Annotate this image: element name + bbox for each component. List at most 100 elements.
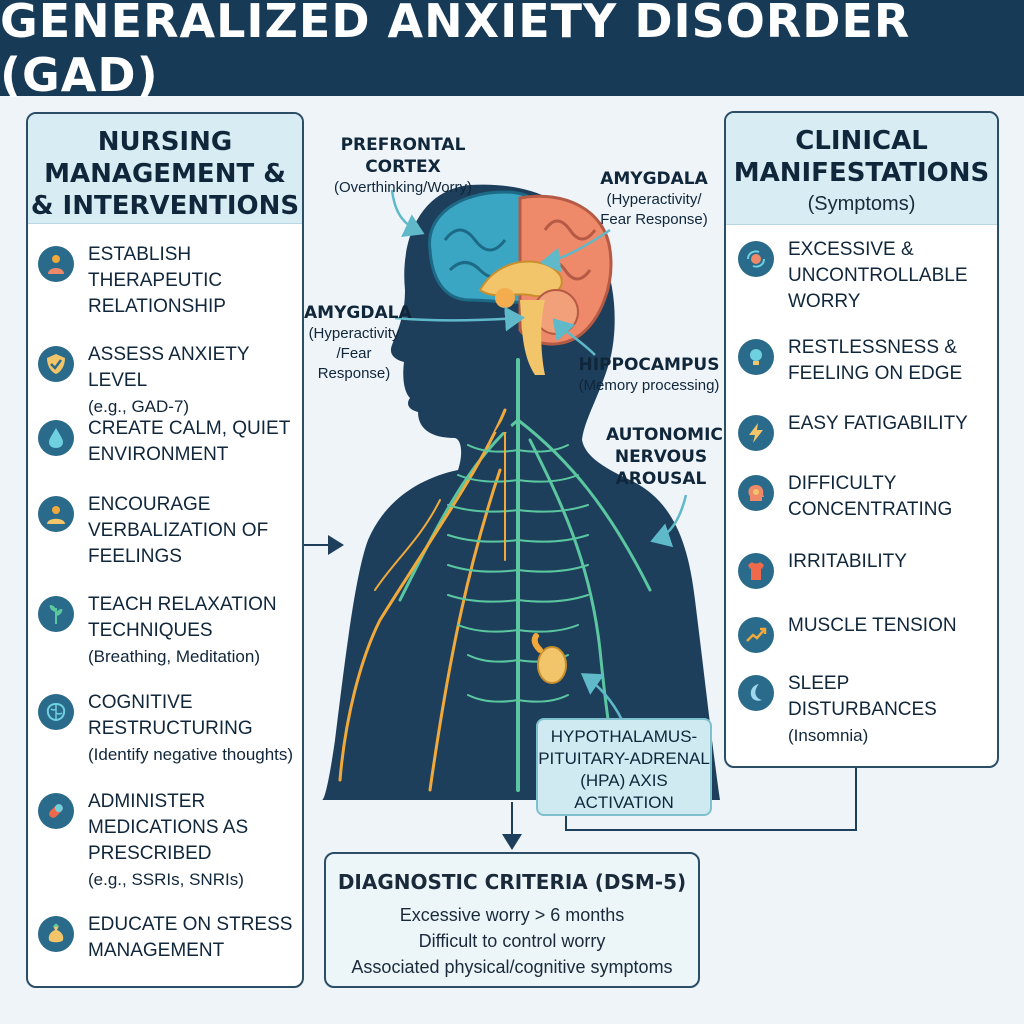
diagnostic-heading: DIAGNOSTIC CRITERIA (DSM-5) xyxy=(337,870,687,894)
item-line: WORRY xyxy=(788,291,861,312)
lightbulb-icon xyxy=(738,339,774,375)
leaf-icon xyxy=(38,596,74,632)
heading-line: MANIFESTATIONS xyxy=(733,158,990,188)
intervention-item: ENCOURAGE VERBALIZATION OF FEELINGS xyxy=(38,492,268,570)
symptom-item: EASY FATIGABILITY xyxy=(738,411,968,451)
lightning-icon xyxy=(738,415,774,451)
item-line: ESTABLISH xyxy=(88,244,192,265)
criteria-line: Difficult to control worry xyxy=(418,931,606,951)
manifestations-panel-heading: CLINICAL MANIFESTATIONS (Symptoms) xyxy=(726,113,997,225)
label-name: AROUSAL xyxy=(615,469,707,489)
item-line: THERAPEUTIC xyxy=(88,270,223,291)
item-note: (Breathing, Meditation) xyxy=(88,647,260,666)
hpa-line: ACTIVATION xyxy=(574,793,674,812)
item-line: EXCESSIVE & xyxy=(788,239,914,260)
hippocampus-label: HIPPOCAMPUS (Memory processing) xyxy=(574,354,724,396)
brain xyxy=(428,190,613,375)
brain-icon xyxy=(38,694,74,730)
criteria-line: Excessive worry > 6 months xyxy=(399,905,625,925)
symptom-item: MUSCLE TENSION xyxy=(738,613,957,653)
amygdala-right-label: AMYGDALA (Hyperactivity/ Fear Response) xyxy=(594,168,714,230)
item-line: VERBALIZATION OF xyxy=(88,520,269,541)
item-line: ENCOURAGE xyxy=(88,494,211,515)
intervention-item: ASSESS ANXIETY LEVEL (e.g., GAD-7) xyxy=(38,342,302,420)
symptom-item: IRRITABILITY xyxy=(738,549,907,589)
item-line: COGNITIVE xyxy=(88,692,193,713)
label-name: PREFRONTAL CORTEX xyxy=(340,135,466,177)
item-note: (e.g., SSRIs, SNRIs) xyxy=(88,870,244,889)
pill-icon xyxy=(38,793,74,829)
item-note: (Identify negative thoughts) xyxy=(88,745,294,764)
item-line: MUSCLE TENSION xyxy=(788,615,957,636)
item-line: UNCONTROLLABLE xyxy=(788,265,968,286)
item-line: FEELINGS xyxy=(88,546,182,567)
symptom-item: SLEEP DISTURBANCES (Insomnia) xyxy=(738,671,937,749)
item-line: TEACH RELAXATION xyxy=(88,594,277,615)
intervention-item: TEACH RELAXATION TECHNIQUES (Breathing, … xyxy=(38,592,277,670)
item-line: DIFFICULTY xyxy=(788,473,897,494)
connector-lines xyxy=(304,535,857,850)
label-name: AUTONOMIC xyxy=(606,425,723,445)
item-note: (Insomnia) xyxy=(788,726,869,745)
label-desc: (Overthinking/Worry) xyxy=(333,179,473,196)
nervous-system xyxy=(338,358,652,792)
page-title: GENERALIZED ANXIETY DISORDER (GAD) xyxy=(0,0,911,102)
water-drop-icon xyxy=(38,420,74,456)
body-silhouette xyxy=(322,184,720,800)
heading-line: & INTERVENTIONS xyxy=(30,191,300,221)
intervention-item: COGNITIVE RESTRUCTURING (Identify negati… xyxy=(38,690,293,768)
heading-line: MANAGEMENT & xyxy=(44,159,286,189)
shirt-icon xyxy=(738,553,774,589)
nursing-interventions-panel: NURSING MANAGEMENT & & INTERVENTIONS EST… xyxy=(26,112,304,988)
label-name: NERVOUS xyxy=(614,447,708,467)
hpa-axis-box: HYPOTHALAMUS- PITUITARY-ADRENAL (HPA) AX… xyxy=(536,718,712,816)
label-desc: (Memory processing) xyxy=(578,377,720,394)
item-line: ASSESS ANXIETY LEVEL xyxy=(88,344,250,391)
criteria-line: Associated physical/cognitive symptoms xyxy=(351,957,673,977)
label-desc: (Hyperactivity xyxy=(308,325,400,342)
label-name: AMYGDALA xyxy=(304,303,412,323)
amygdala-left-label: AMYGDALA (Hyperactivity /Fear Response) xyxy=(304,302,412,384)
worry-swirl-icon xyxy=(738,241,774,277)
label-desc: /Fear xyxy=(336,345,372,362)
nursing-panel-heading: NURSING MANAGEMENT & & INTERVENTIONS xyxy=(28,114,302,224)
item-line: TECHNIQUES xyxy=(88,620,213,641)
hpa-line: (HPA) AXIS xyxy=(580,771,668,790)
prefrontal-cortex-label: PREFRONTAL CORTEX (Overthinking/Worry) xyxy=(308,134,498,198)
intervention-item: CREATE CALM, QUIET ENVIRONMENT xyxy=(38,416,290,468)
symptom-item: RESTLESSNESS & FEELING ON EDGE xyxy=(738,335,962,387)
heading-line: CLINICAL xyxy=(795,126,928,156)
title-bar: GENERALIZED ANXIETY DISORDER (GAD) xyxy=(0,0,1024,102)
intervention-item: ESTABLISH THERAPEUTIC RELATIONSHIP xyxy=(38,242,226,320)
label-desc: Response) xyxy=(317,365,391,382)
intervention-item: EDUCATE ON STRESS MANAGEMENT xyxy=(38,912,292,964)
money-bag-icon xyxy=(38,916,74,952)
label-name: AMYGDALA xyxy=(600,169,708,189)
item-line: DISTURBANCES xyxy=(788,699,937,720)
item-line: RESTLESSNESS & xyxy=(788,337,957,358)
clinical-manifestations-panel: CLINICAL MANIFESTATIONS (Symptoms) EXCES… xyxy=(724,111,999,768)
hpa-line: PITUITARY-ADRENAL xyxy=(538,749,710,768)
item-line: CONCENTRATING xyxy=(788,499,953,520)
autonomic-arousal-label: AUTONOMIC NERVOUS AROUSAL xyxy=(606,424,723,490)
label-pointer-arrows xyxy=(390,189,688,721)
adrenal-gland xyxy=(531,633,567,684)
heading-line: NURSING xyxy=(97,127,233,157)
label-name: HIPPOCAMPUS xyxy=(578,355,720,375)
item-note: (e.g., GAD-7) xyxy=(88,397,190,416)
head-gear-icon xyxy=(738,475,774,511)
intervention-item: ADMINISTER MEDICATIONS AS PRESCRIBED (e.… xyxy=(38,789,248,893)
item-line: PRESCRIBED xyxy=(88,843,212,864)
item-line: ADMINISTER xyxy=(88,791,206,812)
heading-subtitle: (Symptoms) xyxy=(807,193,916,215)
moon-icon xyxy=(738,675,774,711)
item-line: FEELING ON EDGE xyxy=(788,363,963,384)
symptom-item: EXCESSIVE & UNCONTROLLABLE WORRY xyxy=(738,237,968,315)
symptom-item: DIFFICULTY CONCENTRATING xyxy=(738,471,952,523)
label-desc: (Hyperactivity/ xyxy=(606,191,702,208)
item-line: MEDICATIONS AS xyxy=(88,817,249,838)
speech-person-icon xyxy=(38,496,74,532)
item-line: CREATE CALM, QUIET xyxy=(88,418,291,439)
shield-check-icon xyxy=(38,346,74,382)
